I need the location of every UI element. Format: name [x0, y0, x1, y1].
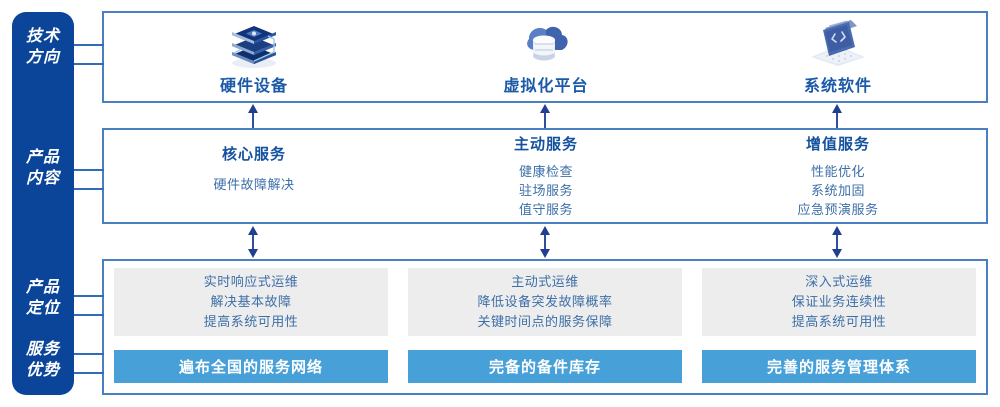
position-card-realtime[interactable]: 实时响应式运维 解决基本故障 提高系统可用性	[114, 268, 388, 336]
arrow-bidirectional-core	[246, 226, 260, 263]
content-column-proactive[interactable]: 主动服务 健康检查 驻场服务 值守服务	[402, 133, 690, 219]
rail-label-service-advantage: 服务 优势	[12, 339, 74, 381]
content-title-value-added: 增值服务	[805, 136, 870, 153]
arrow-bidirectional-value-added	[830, 226, 844, 263]
position-card-line: 降低设备突发故障概率	[477, 294, 613, 309]
position-card-indepth[interactable]: 深入式运维 保证业务连续性 提高系统可用性	[702, 268, 976, 336]
tech-column-virtualization[interactable]: 虚拟化平台	[402, 16, 690, 98]
tech-column-system-software[interactable]: 系统软件	[694, 16, 982, 98]
rail-label-line2: 优势	[25, 362, 60, 379]
arrow-up-virtualization	[538, 104, 552, 133]
content-title-proactive: 主动服务	[513, 136, 578, 153]
tech-column-hardware[interactable]: 硬件设备	[110, 16, 398, 98]
content-item: 应急预演服务	[797, 202, 879, 217]
content-item: 驻场服务	[518, 183, 573, 198]
position-card-proactive[interactable]: 主动式运维 降低设备突发故障概率 关键时间点的服务保障	[408, 268, 682, 336]
position-card-line: 解决基本故障	[210, 294, 292, 309]
connector-position-bottom	[74, 314, 104, 316]
rail-label-tech-direction: 技术 方向	[12, 26, 74, 68]
code-window-icon	[694, 16, 982, 68]
tech-label-virtualization: 虚拟化平台	[503, 78, 589, 95]
tech-label-hardware: 硬件设备	[219, 78, 288, 95]
arrow-up-hardware	[246, 104, 260, 133]
content-item: 硬件故障解决	[213, 177, 295, 192]
connector-content-bottom	[74, 188, 104, 190]
position-card-line: 提高系统可用性	[791, 314, 887, 329]
left-rail	[12, 12, 74, 395]
connector-content-top	[74, 169, 104, 171]
rail-label-product-content: 产品 内容	[12, 147, 74, 189]
rail-label-line1: 服务	[25, 341, 60, 358]
rail-label-line2: 定位	[25, 300, 60, 317]
advantage-bar-spare-parts[interactable]: 完备的备件库存	[408, 350, 682, 383]
arrow-bidirectional-proactive	[538, 226, 552, 263]
connector-position-top	[74, 295, 104, 297]
content-item: 健康检查	[518, 164, 573, 179]
position-card-line: 保证业务连续性	[791, 294, 887, 309]
content-column-value-added[interactable]: 增值服务 性能优化 系统加固 应急预演服务	[694, 133, 982, 219]
rail-label-product-position: 产品 定位	[12, 277, 74, 319]
rail-label-line1: 产品	[25, 149, 60, 166]
position-card-line: 提高系统可用性	[203, 314, 299, 329]
connector-tech-bottom	[74, 63, 104, 65]
server-stack-icon	[110, 16, 398, 68]
connector-advantage-top	[74, 353, 104, 355]
position-card-line: 实时响应式运维	[203, 274, 299, 289]
content-section-box	[102, 128, 988, 224]
cloud-database-icon	[402, 16, 690, 68]
advantage-bar-management-system[interactable]: 完善的服务管理体系	[702, 350, 976, 383]
tech-label-system-software: 系统软件	[803, 78, 872, 95]
content-item: 系统加固	[810, 183, 865, 198]
rail-label-line2: 内容	[25, 170, 60, 187]
connector-tech-top	[74, 44, 104, 46]
position-card-line: 关键时间点的服务保障	[477, 314, 613, 329]
position-card-line: 深入式运维	[805, 274, 873, 289]
content-title-core: 核心服务	[221, 146, 286, 163]
position-card-line: 主动式运维	[511, 274, 579, 289]
advantage-bar-service-network[interactable]: 遍布全国的服务网络	[114, 350, 388, 383]
content-column-core[interactable]: 核心服务 硬件故障解决	[110, 143, 398, 194]
rail-label-line1: 产品	[25, 279, 60, 296]
content-item: 值守服务	[518, 202, 573, 217]
arrow-up-system-software	[830, 104, 844, 133]
content-item: 性能优化	[810, 164, 865, 179]
rail-label-line1: 技术	[25, 28, 60, 45]
rail-label-line2: 方向	[25, 49, 60, 66]
connector-advantage-bottom	[74, 372, 104, 374]
